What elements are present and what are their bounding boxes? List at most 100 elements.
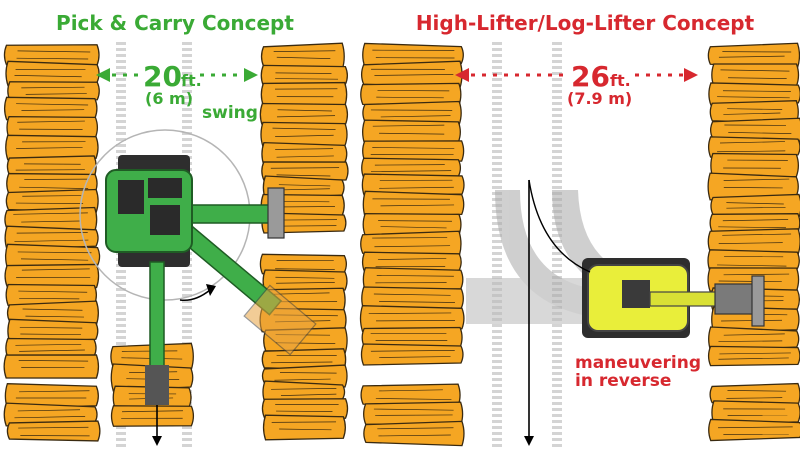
log-bundle [362,42,464,68]
log-grain [378,389,443,392]
dimension-arrow-right [455,68,698,82]
log-grain [726,202,784,205]
swing-label: swing [202,103,258,123]
log-grain [372,124,445,127]
log-grain [379,132,445,135]
reverse-lines [524,179,591,446]
log-grain [273,292,330,295]
log-bundle [362,190,465,219]
log-grain [16,103,89,106]
log-grain [380,226,447,229]
log-grain [21,268,90,271]
maneuver-label-line1: maneuvering [575,353,701,373]
log-grain [273,50,336,52]
log-bundle [362,140,465,162]
log-grain [377,258,447,260]
log-grain [376,96,444,99]
log-grain [15,202,84,204]
log-grain [377,427,454,430]
log-grain [726,206,786,209]
log-grain [18,290,88,293]
log-bundle [707,345,800,367]
log-grain [723,186,783,189]
log-grain [276,56,331,60]
log-bundle [7,318,99,344]
log-grain [21,220,81,223]
right-distance-value: 26 [571,60,610,93]
log-grain [378,220,452,222]
log-grain [375,414,453,416]
log-grain [270,167,340,169]
log-grain [18,426,89,429]
log-grain [720,141,786,144]
log-grain [718,340,783,342]
log-grain [275,72,332,74]
pick-and-carry-machine [105,155,317,405]
log-grain [21,86,85,89]
log-grain [718,357,789,360]
log-grain [378,434,451,437]
log-grain [275,148,334,150]
log-grain [276,282,335,284]
log-bundle [4,383,99,409]
log-grain [272,127,336,130]
log-grain [279,428,332,431]
log-bundle [6,420,101,442]
log-bundle [262,269,348,293]
log-grain [717,150,786,153]
log-grain [374,74,454,76]
log-grain [275,134,334,137]
log-grain [17,50,91,53]
log-grain [719,352,791,355]
log-grain [717,264,787,267]
log-grain [728,132,792,134]
log-grain [19,349,85,352]
log-grain [271,388,337,390]
high-lifter-machine [582,258,765,338]
log-grain [276,410,333,412]
log-grain [275,268,335,270]
maneuver-label-line2: in reverse [575,371,671,391]
log-grain [25,93,87,95]
log-grain [276,155,334,158]
log-grain [20,333,81,336]
log-grain [370,170,452,172]
log-grain [723,112,781,115]
log-grain [22,308,83,311]
log-grain [722,219,789,222]
log-grain [718,242,783,244]
log-grain [274,378,331,381]
log-bundle [363,420,465,447]
log-grain [723,333,785,336]
log-bundle [3,354,100,379]
log-bundle [7,81,100,101]
log-grain [723,273,790,276]
log-grain [376,320,455,322]
log-grain [726,397,783,399]
log-bundle [110,405,195,427]
log-grain [19,390,90,393]
log-grain [379,186,454,189]
swing-arrow [179,284,216,302]
log-grain [372,147,455,149]
log-grain [16,147,83,149]
log-grain [379,301,455,303]
log-grain [20,258,89,261]
log-grain [275,276,335,279]
log-grain [16,232,88,234]
log-grain [376,275,454,277]
log-bundle [360,343,464,366]
log-grain [717,96,790,99]
log-grain [374,245,451,248]
log-grain [722,233,792,236]
log-grain [718,426,793,429]
log-grain [279,372,337,374]
log-grain [276,174,331,177]
right-title: High-Lifter/Log-Lifter Concept [416,11,755,35]
right-distance-unit: ft. [610,71,631,90]
log-grain [727,390,787,392]
log-grain [22,195,82,197]
left-distance-value: 20 [143,60,182,93]
log-grain [723,178,790,181]
